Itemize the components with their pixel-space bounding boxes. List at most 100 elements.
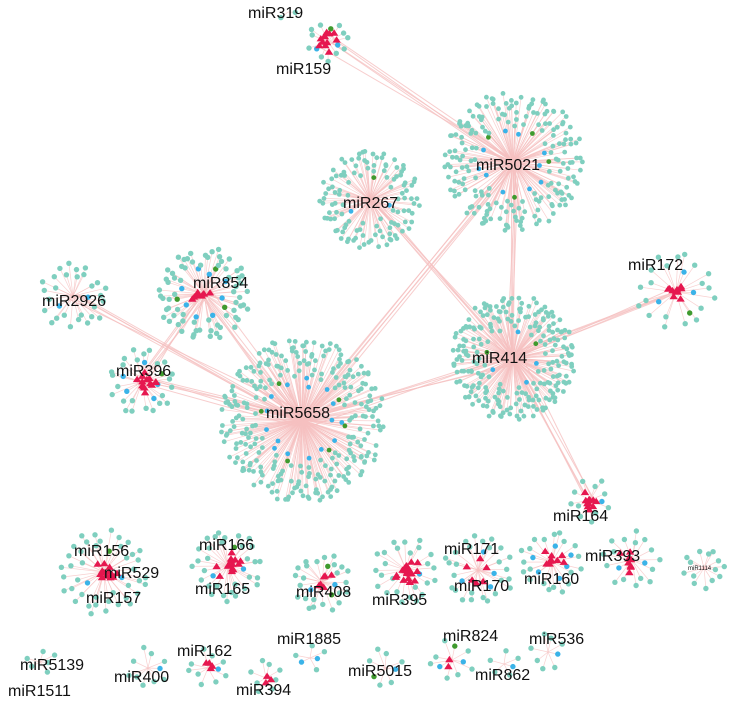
target-node[interactable] — [274, 488, 280, 494]
target-node[interactable] — [530, 97, 536, 103]
target-node[interactable] — [464, 210, 470, 216]
target-node[interactable] — [681, 570, 687, 576]
target-node[interactable] — [491, 315, 497, 320]
target-node[interactable] — [473, 130, 479, 136]
mirna-label-mir824[interactable]: miR824 — [443, 628, 498, 645]
target-node[interactable] — [571, 489, 578, 495]
target-node[interactable] — [188, 250, 194, 257]
target-node-blue[interactable] — [516, 131, 521, 137]
target-node[interactable] — [351, 434, 356, 440]
mirna-triangle-mir395[interactable] — [410, 577, 419, 584]
target-node[interactable] — [442, 638, 448, 644]
target-node[interactable] — [486, 545, 493, 551]
target-node[interactable] — [466, 394, 472, 400]
target-node-green[interactable] — [452, 643, 458, 649]
target-node[interactable] — [345, 372, 351, 378]
target-node[interactable] — [269, 381, 274, 387]
target-node[interactable] — [503, 101, 509, 106]
target-node[interactable] — [258, 378, 264, 384]
target-node[interactable] — [378, 216, 383, 222]
target-node[interactable] — [556, 363, 561, 368]
target-node[interactable] — [476, 398, 482, 404]
target-node[interactable] — [468, 389, 474, 395]
target-node[interactable] — [40, 648, 46, 655]
target-node[interactable] — [327, 341, 333, 346]
target-node[interactable] — [179, 263, 185, 270]
target-node[interactable] — [537, 380, 543, 386]
target-node[interactable] — [449, 585, 455, 591]
mirna-triangle-mir171[interactable] — [482, 563, 491, 571]
target-node[interactable] — [541, 580, 547, 587]
target-node-blue[interactable] — [530, 554, 536, 561]
target-node[interactable] — [526, 314, 531, 320]
target-node[interactable] — [353, 413, 358, 419]
target-node[interactable] — [254, 680, 260, 686]
target-node[interactable] — [312, 367, 317, 373]
target-node[interactable] — [550, 203, 555, 209]
mirna-triangle-mir166[interactable] — [228, 560, 237, 567]
target-node[interactable] — [520, 569, 527, 575]
target-node[interactable] — [568, 141, 574, 147]
target-node-blue[interactable] — [210, 312, 216, 318]
target-node[interactable] — [202, 252, 209, 258]
target-node[interactable] — [306, 45, 312, 51]
target-node[interactable] — [332, 478, 338, 484]
target-node[interactable] — [409, 210, 415, 216]
target-node[interactable] — [259, 657, 266, 664]
target-node[interactable] — [244, 306, 251, 312]
target-node-blue[interactable] — [264, 408, 270, 414]
target-node[interactable] — [266, 347, 272, 353]
target-node-blue[interactable] — [348, 208, 354, 214]
target-node[interactable] — [551, 321, 556, 326]
target-node[interactable] — [213, 330, 220, 337]
target-node[interactable] — [370, 414, 375, 419]
target-node[interactable] — [230, 384, 236, 389]
target-node[interactable] — [563, 130, 569, 136]
target-node[interactable] — [159, 392, 166, 399]
mirna-triangle-mir396[interactable] — [151, 378, 161, 385]
target-node[interactable] — [482, 128, 488, 134]
target-node[interactable] — [554, 358, 560, 364]
target-node[interactable] — [577, 136, 582, 142]
target-node[interactable] — [521, 559, 527, 565]
target-node[interactable] — [334, 209, 339, 215]
target-node[interactable] — [342, 160, 348, 166]
target-node[interactable] — [241, 400, 247, 406]
target-node[interactable] — [166, 296, 172, 302]
target-node-blue[interactable] — [85, 294, 91, 300]
target-node[interactable] — [496, 559, 502, 565]
target-node[interactable] — [459, 368, 465, 374]
target-node-green[interactable] — [342, 423, 348, 429]
target-node[interactable] — [242, 585, 248, 592]
target-node[interactable] — [108, 369, 115, 375]
target-node[interactable] — [270, 481, 275, 486]
target-node[interactable] — [563, 373, 569, 379]
target-node[interactable] — [209, 653, 215, 659]
target-node[interactable] — [457, 343, 462, 349]
mirna-triangle-mir156[interactable] — [106, 574, 115, 581]
target-node[interactable] — [216, 254, 223, 260]
mirna-triangle-mir395[interactable] — [405, 578, 414, 585]
target-node[interactable] — [175, 254, 182, 260]
target-node[interactable] — [409, 219, 415, 225]
target-node[interactable] — [457, 119, 463, 124]
target-node[interactable] — [93, 543, 99, 549]
target-node[interactable] — [297, 582, 303, 588]
target-node[interactable] — [232, 593, 239, 599]
target-node[interactable] — [295, 594, 301, 600]
target-node[interactable] — [463, 538, 469, 545]
target-node[interactable] — [358, 443, 364, 449]
target-node-blue[interactable] — [524, 379, 529, 385]
target-node[interactable] — [564, 346, 570, 352]
mirna-triangle-mir159[interactable] — [329, 29, 339, 36]
target-node[interactable] — [363, 404, 369, 410]
target-node[interactable] — [480, 124, 485, 130]
target-node[interactable] — [394, 174, 399, 179]
target-node[interactable] — [74, 274, 80, 280]
target-node[interactable] — [29, 663, 35, 669]
target-node[interactable] — [703, 585, 709, 592]
target-node[interactable] — [657, 557, 663, 563]
target-node[interactable] — [334, 461, 340, 467]
target-node[interactable] — [220, 659, 226, 665]
target-node[interactable] — [292, 339, 298, 344]
